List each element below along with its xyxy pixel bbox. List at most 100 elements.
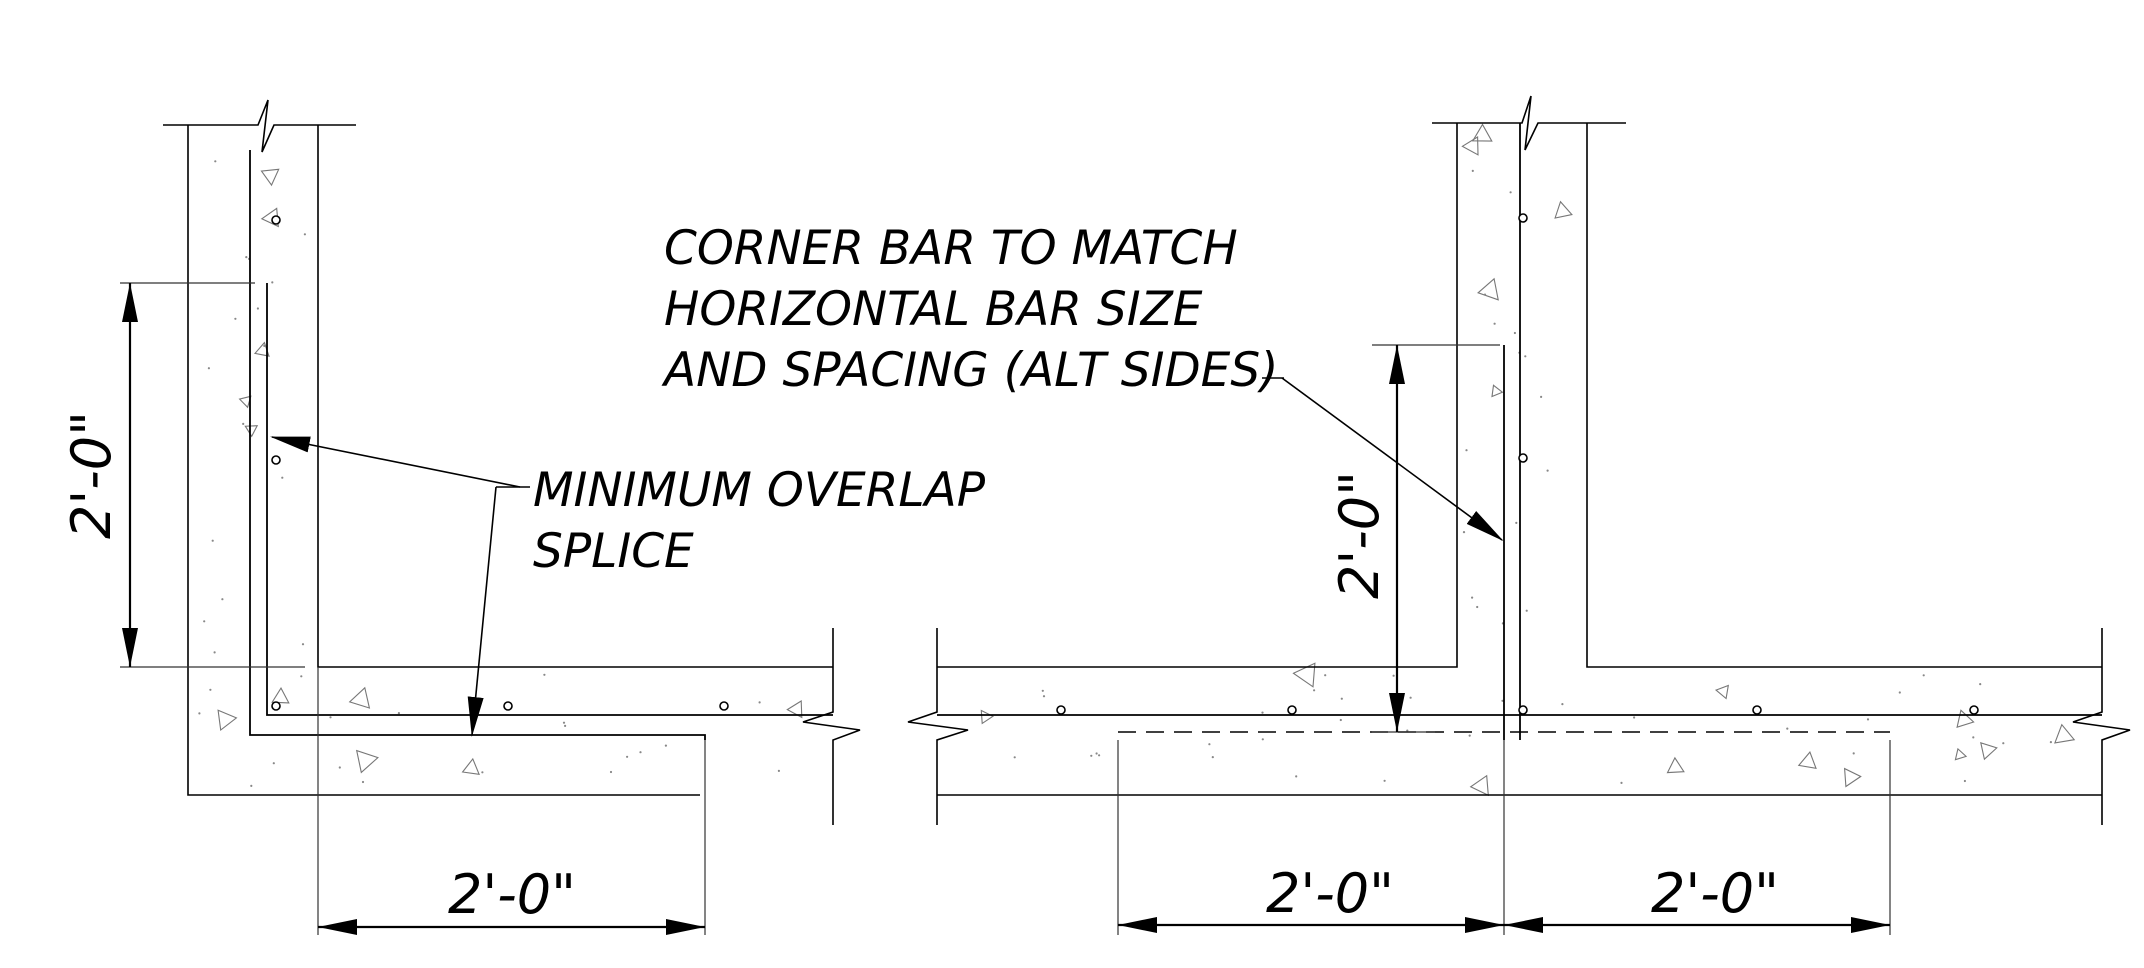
aggregate-dot xyxy=(1468,734,1471,737)
aggregate-dot xyxy=(1095,752,1098,755)
rebar-dot xyxy=(271,455,281,465)
aggregate-dot xyxy=(272,762,275,765)
corner-bar-leader xyxy=(1281,377,1504,542)
aggregate-mark xyxy=(1843,767,1862,788)
left-slab-break-line xyxy=(802,628,861,825)
aggregate-dot xyxy=(758,701,761,704)
aggregate-dot xyxy=(626,755,629,758)
aggregate-dot xyxy=(562,721,566,724)
aggregate-dot xyxy=(777,769,781,773)
aggregate-dot xyxy=(1324,674,1327,677)
left-horizontal-dimension-label: 2'-0" xyxy=(448,863,576,926)
aggregate-dot xyxy=(2002,742,2005,745)
aggregate-dot xyxy=(281,476,284,479)
aggregate-dot xyxy=(329,716,332,719)
aggregate-mark xyxy=(1666,756,1685,774)
aggregate-dot xyxy=(1509,191,1512,194)
aggregate-dot xyxy=(256,307,259,310)
aggregate-dot xyxy=(1922,674,1925,677)
aggregate-mark xyxy=(1980,741,1998,761)
aggregate-dot xyxy=(263,344,266,347)
aggregate-dot xyxy=(1339,718,1342,722)
aggregate-mark xyxy=(1469,774,1489,797)
right-horizontal-dimension-label-left: 2'-0" xyxy=(1266,862,1394,925)
rebar-dot xyxy=(1518,453,1528,463)
rebar-dot xyxy=(719,701,729,711)
rebar-dot xyxy=(503,701,513,711)
aggregate-dot xyxy=(1261,711,1264,714)
aggregate-dot xyxy=(1471,596,1474,599)
left-vertical-dimension-label: 2'-0" xyxy=(60,411,123,539)
aggregate-dot xyxy=(1471,169,1474,172)
dim-arrow-right xyxy=(666,919,705,935)
rebar-dot xyxy=(271,701,281,711)
aggregate-dot xyxy=(1540,395,1543,398)
aggregate-dot xyxy=(1041,689,1044,692)
aggregate-mark xyxy=(2054,723,2076,744)
dim-arrow-left xyxy=(318,919,357,935)
aggregate-dot xyxy=(2049,741,2052,744)
right-wall-left-face xyxy=(937,123,1458,668)
aggregate-dot xyxy=(1561,703,1564,706)
aggregate-dot xyxy=(1513,331,1516,335)
aggregate-dot xyxy=(1786,727,1789,730)
aggregate-dot xyxy=(1261,738,1264,741)
aggregate-dot xyxy=(1409,696,1412,699)
dim-arrow-down xyxy=(122,628,138,667)
aggregate-mark xyxy=(271,686,290,704)
aggregate-dot xyxy=(1208,743,1211,746)
aggregate-dot xyxy=(1546,469,1549,472)
aggregate-dot xyxy=(1620,781,1623,785)
aggregate-dot xyxy=(214,160,217,163)
rebar-dot xyxy=(1518,213,1528,223)
right-horizontal-dimension-label-right: 2'-0" xyxy=(1651,862,1779,925)
aggregate-dot xyxy=(242,422,245,425)
aggregate-dot xyxy=(1013,756,1016,759)
dim-arrow-right xyxy=(1851,917,1890,933)
aggregate-dot xyxy=(543,673,546,676)
aggregate-dot xyxy=(1462,531,1466,534)
overlap-note-line2: SPLICE xyxy=(533,524,694,579)
aggregate-mark xyxy=(1714,684,1730,700)
aggregate-dot xyxy=(1211,756,1214,759)
aggregate-dot xyxy=(207,367,210,370)
left-vertical-rebar-inner xyxy=(266,283,833,716)
aggregate-mark xyxy=(1554,200,1573,219)
dim-arrow-up xyxy=(1389,345,1405,384)
corner-bar-note-line2: HORIZONTAL BAR SIZE xyxy=(664,282,1203,337)
rebar-dot xyxy=(1518,705,1528,715)
aggregate-mark xyxy=(1954,747,1968,761)
right-vertical-dimension-label: 2'-0" xyxy=(1328,471,1391,599)
aggregate-dot xyxy=(1406,729,1409,732)
aggregate-mark xyxy=(260,168,280,187)
aggregate-mark xyxy=(348,686,371,709)
left-corner-detail: 2'-0" 2'-0" MINIMUM OVERLAP SPLICE xyxy=(60,99,986,935)
aggregate-mark xyxy=(244,425,259,438)
aggregate-dot xyxy=(1501,699,1504,702)
aggregate-mark xyxy=(461,757,480,775)
dim-arrow-left xyxy=(1118,917,1157,933)
aggregate-dot xyxy=(234,317,237,320)
aggregate-dot xyxy=(639,751,642,754)
aggregate-dot xyxy=(250,784,253,788)
right-slab-right-break xyxy=(2072,628,2131,825)
aggregate-dot xyxy=(203,620,206,623)
rebar-dot xyxy=(1287,705,1297,715)
right-concrete-texture xyxy=(980,123,2076,797)
aggregate-dot xyxy=(221,598,224,601)
aggregate-dot xyxy=(397,712,400,715)
aggregate-dot xyxy=(1866,718,1870,721)
right-t-junction-detail: 2'-0" 2'-0" 2'-0" CORNER BAR TO MATCH HO… xyxy=(661,95,2131,935)
right-wall-right-face xyxy=(1586,123,2102,668)
aggregate-dot xyxy=(303,233,306,236)
aggregate-dot xyxy=(564,724,567,728)
aggregate-dot xyxy=(1972,736,1975,739)
aggregate-mark xyxy=(1471,123,1493,142)
aggregate-dot xyxy=(1979,683,1982,686)
aggregate-mark xyxy=(1797,751,1817,770)
aggregate-dot xyxy=(1515,521,1518,525)
right-wall-break-line xyxy=(1432,95,1626,151)
dim-arrow-right xyxy=(1465,917,1504,933)
dim-arrow-left xyxy=(1504,917,1543,933)
overlap-leader-down xyxy=(467,486,497,737)
